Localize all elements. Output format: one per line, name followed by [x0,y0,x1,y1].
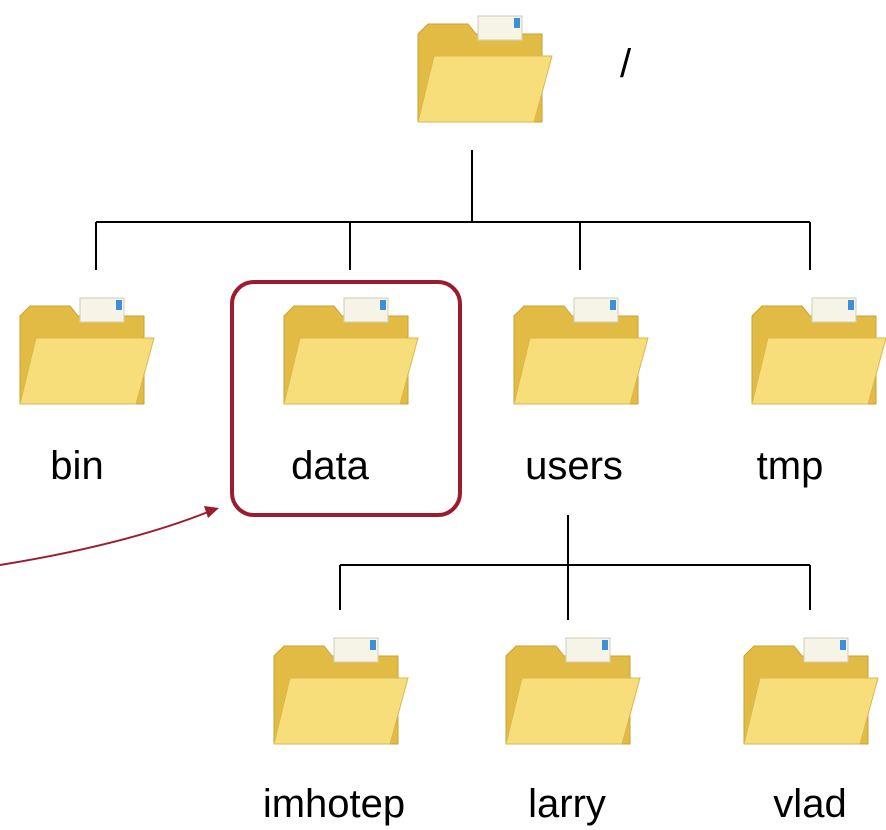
folder-label: larry [528,782,606,826]
folder-icon [417,15,553,123]
folder-label: tmp [756,444,824,488]
folder-icon [505,637,641,745]
folder-label: vlad [773,782,847,826]
folder-label: users [525,444,623,488]
folder-icon [283,297,419,405]
highlight-box [230,280,462,517]
folder-label: imhotep [262,782,406,826]
folder-icon [513,297,649,405]
folder-label: / [620,42,632,86]
pointer-arrow [0,511,209,566]
folder-icon [751,297,886,405]
folder-icon [743,637,879,745]
folder-label: bin [50,444,104,488]
folder-icon [19,297,155,405]
folder-label: data [291,444,369,488]
folder-icon [273,637,409,745]
pointer-arrowhead [204,506,219,518]
